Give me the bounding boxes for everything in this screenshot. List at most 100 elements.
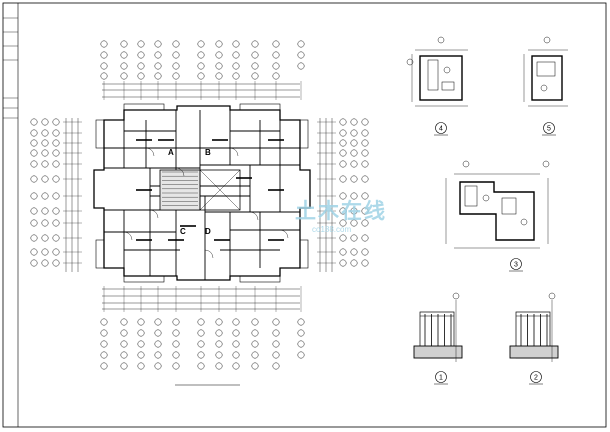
axis-bubble <box>215 318 223 326</box>
axis-bubble <box>215 329 223 337</box>
unit-label-d: D <box>205 227 211 236</box>
axis-bubble <box>100 340 108 348</box>
balcony <box>239 275 281 283</box>
axis-bubble <box>339 160 347 168</box>
railing-axis-bubble <box>452 292 460 300</box>
axis-bubble <box>350 259 358 267</box>
detail-label-1: 1 <box>439 375 443 382</box>
axis-bubble <box>172 62 180 70</box>
axis-bubble <box>232 72 240 80</box>
axis-bubble <box>297 51 305 59</box>
axis-bubble <box>52 118 60 126</box>
door-swing <box>123 231 133 241</box>
detail-4-bubble <box>437 36 445 44</box>
detail-3-shower <box>501 197 517 215</box>
axis-bubble <box>100 40 108 48</box>
axis-bubble <box>350 248 358 256</box>
axis-bubble <box>361 160 369 168</box>
axis-bubble <box>272 40 280 48</box>
balcony <box>123 275 165 283</box>
axis-bubble <box>172 51 180 59</box>
axis-bubble <box>52 192 60 200</box>
axis-bubble <box>120 51 128 59</box>
balcony <box>299 119 309 149</box>
detail-2-railing <box>509 292 559 362</box>
elevator-cross <box>199 169 241 211</box>
axis-bubble <box>100 362 108 370</box>
axis-bubble <box>251 362 259 370</box>
detail-3-bathroom <box>445 160 550 249</box>
door-swing <box>229 147 239 157</box>
stair-core-box <box>159 169 201 211</box>
detail-4-tub <box>427 59 439 91</box>
axis-bubble <box>361 139 369 147</box>
unit-label-a: A <box>168 148 174 157</box>
axis-bubble <box>154 72 162 80</box>
axis-bubble <box>172 362 180 370</box>
axis-bubble <box>137 72 145 80</box>
axis-bubble <box>41 149 49 157</box>
axis-bubble <box>339 192 347 200</box>
axis-bubble <box>361 207 369 215</box>
axis-bubble <box>137 362 145 370</box>
axis-bubble <box>197 318 205 326</box>
axis-bubble <box>215 362 223 370</box>
axis-bubble <box>154 40 162 48</box>
axis-bubble <box>30 149 38 157</box>
axis-bubble <box>232 362 240 370</box>
detail-callout-2: 2 <box>529 371 543 385</box>
axis-bubble <box>197 72 205 80</box>
detail-4-bubble <box>406 58 414 66</box>
axis-bubble <box>272 340 280 348</box>
detail-callout-1: 1 <box>434 371 448 385</box>
axis-bubble <box>172 329 180 337</box>
watermark-url: co188.com <box>312 225 351 234</box>
axis-bubble <box>100 351 108 359</box>
axis-bubble <box>215 51 223 59</box>
axis-bubble <box>272 51 280 59</box>
axis-bubble <box>41 259 49 267</box>
door-swing <box>279 229 289 239</box>
axis-bubble <box>30 160 38 168</box>
axis-bubble <box>52 175 60 183</box>
detail-4-sink <box>441 81 455 91</box>
axis-bubble <box>361 118 369 126</box>
axis-bubble <box>172 340 180 348</box>
axis-bubble <box>232 340 240 348</box>
axis-bubble <box>251 72 259 80</box>
axis-bubble <box>272 318 280 326</box>
balcony <box>299 239 309 269</box>
detail-5-bathroom <box>523 36 568 107</box>
axis-bubble <box>232 329 240 337</box>
axis-bubble <box>350 160 358 168</box>
detail-5-tub <box>536 61 556 77</box>
axis-bubble <box>197 51 205 59</box>
axis-bubble <box>172 318 180 326</box>
axis-bubble <box>100 51 108 59</box>
axis-bubble <box>350 219 358 227</box>
axis-bubble <box>197 62 205 70</box>
axis-bubble <box>339 118 347 126</box>
axis-bubble <box>52 207 60 215</box>
axis-bubble <box>154 329 162 337</box>
axis-bubble <box>197 362 205 370</box>
axis-bubble <box>350 192 358 200</box>
axis-bubble <box>154 340 162 348</box>
axis-bubble <box>251 329 259 337</box>
axis-bubble <box>272 329 280 337</box>
axis-bubble <box>232 351 240 359</box>
detail-callout-3: 3 <box>509 258 523 272</box>
detail-4-bathroom <box>406 36 468 107</box>
axis-bubble <box>251 40 259 48</box>
balcony <box>239 103 281 111</box>
axis-bubble <box>30 129 38 137</box>
axis-bubble <box>120 72 128 80</box>
axis-bubble <box>172 72 180 80</box>
axis-bubble <box>100 62 108 70</box>
axis-bubble <box>339 139 347 147</box>
axis-bubble <box>339 219 347 227</box>
axis-bubble <box>251 62 259 70</box>
axis-bubble <box>30 139 38 147</box>
axis-bubble <box>41 207 49 215</box>
